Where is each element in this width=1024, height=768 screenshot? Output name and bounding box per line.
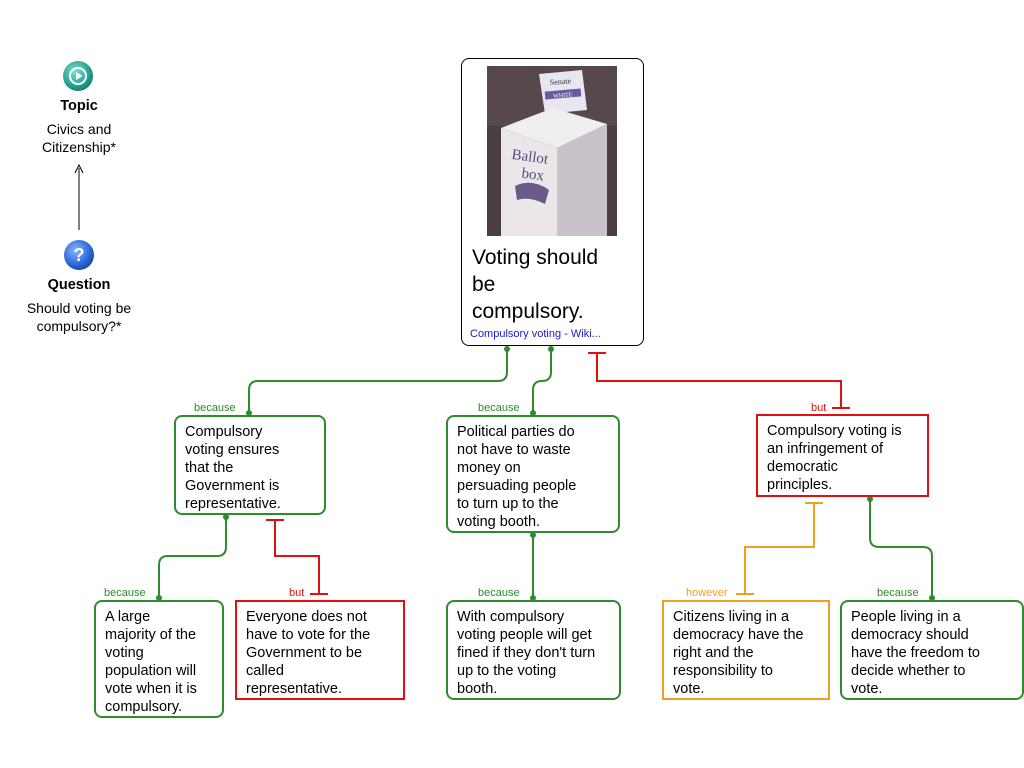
relation-label-but: but bbox=[289, 587, 305, 599]
card-lettering-2: WHITE bbox=[553, 92, 573, 100]
reason-node-government-representative[interactable]: Compulsory voting ensures that the Gover… bbox=[174, 415, 326, 515]
reason-node-freedom-to-decide[interactable]: People living in a democracy should have… bbox=[840, 600, 1024, 700]
relation-label-because: because bbox=[877, 587, 919, 599]
connector-objection1-rebuttal bbox=[744, 503, 815, 594]
reason-node-political-parties[interactable]: Political parties do not have to waste m… bbox=[446, 415, 620, 533]
question-circle-icon: ? bbox=[74, 245, 85, 265]
topic-text[interactable]: Civics and Citizenship* bbox=[42, 121, 116, 155]
play-circle-icon bbox=[69, 67, 87, 85]
question-block: Question Should voting be compulsory?* bbox=[14, 277, 144, 335]
card-lettering-1: Senate bbox=[549, 76, 571, 87]
ballot-box-photo: Senate WHITE Ballot box bbox=[487, 66, 617, 236]
rebuttal-node-citizens-responsibility[interactable]: Citizens living in a democracy have the … bbox=[662, 600, 830, 700]
topic-title: Topic bbox=[60, 98, 98, 114]
reason-node-large-majority[interactable]: A large majority of the voting populatio… bbox=[94, 600, 224, 718]
reason-node-fined[interactable]: With compulsory voting people will get f… bbox=[446, 600, 621, 700]
objection-node-everyone-does-not[interactable]: Everyone does not have to vote for the G… bbox=[235, 600, 405, 700]
relation-label-because: because bbox=[104, 587, 146, 599]
question-icon[interactable]: ? bbox=[64, 240, 94, 270]
relation-label-because: because bbox=[478, 587, 520, 599]
question-text[interactable]: Should voting be compulsory?* bbox=[26, 300, 132, 334]
main-contention-text: Voting should be compulsory. bbox=[472, 246, 599, 323]
topic-question-arrow bbox=[74, 163, 84, 230]
relation-label-however: however bbox=[686, 587, 728, 599]
connector-main-reason2 bbox=[532, 348, 552, 416]
box-lettering-2: box bbox=[521, 166, 546, 185]
connector-objection1-support bbox=[869, 498, 933, 601]
box-lettering-1: Ballot bbox=[511, 147, 550, 168]
connector-reason1-support bbox=[158, 516, 227, 601]
main-source-link[interactable]: Compulsory voting - Wiki... bbox=[470, 328, 601, 340]
topic-block: Topic Civics and Citizenship* bbox=[20, 98, 138, 156]
ballot-box-image: Senate WHITE Ballot box bbox=[487, 66, 617, 236]
topic-icon[interactable] bbox=[63, 61, 93, 91]
objection-node-infringement[interactable]: Compulsory voting is an infringement of … bbox=[756, 414, 929, 497]
relation-label-because: because bbox=[194, 402, 236, 414]
svg-text:?: ? bbox=[74, 245, 85, 265]
connector-main-reason1 bbox=[248, 348, 508, 416]
question-title: Question bbox=[47, 277, 111, 293]
connector-reason1-objection bbox=[274, 520, 320, 594]
connector-main-objection1 bbox=[596, 353, 842, 408]
relation-label-because: because bbox=[478, 402, 520, 414]
relation-label-but: but bbox=[811, 402, 827, 414]
